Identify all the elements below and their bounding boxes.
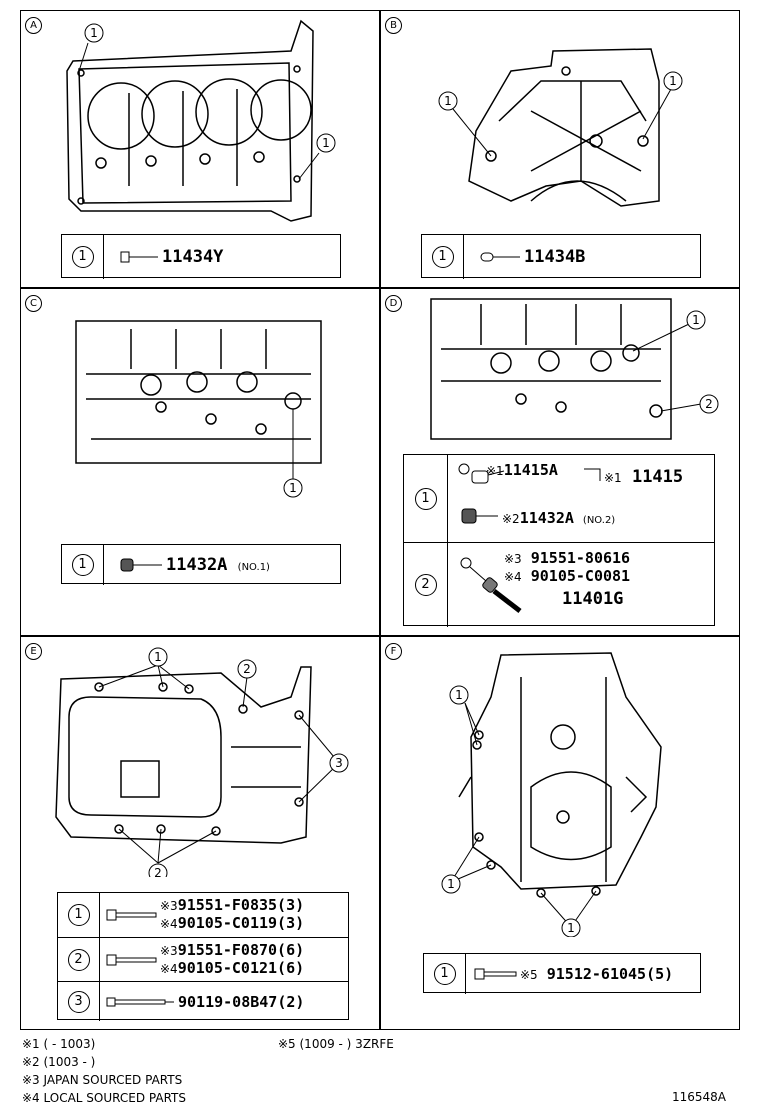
panel-c: C 1 1 11432A (NO.1) xyxy=(20,288,380,636)
part-number: 11432A (NO.1) xyxy=(166,555,270,575)
panel-e-callout-3: 3 xyxy=(335,756,343,770)
panel-f-parts-table: 1 ※5 91512-61045(5) xyxy=(423,953,701,994)
stud-pin-icon xyxy=(120,251,158,263)
panel-e-parts-table: 1 ※391551-F0835(3) ※490105-C0119(3) 2 ※3… xyxy=(57,892,349,1021)
panel-f-tag: F xyxy=(385,643,402,660)
panel-f: F 1 1 1 1 ※5 91512-61045(5) xyxy=(380,636,740,1030)
table-row: 1 11432A (NO.1) xyxy=(62,545,340,585)
row-number: 1 xyxy=(67,904,90,926)
panel-b: B 1 1 1 11434B xyxy=(380,10,740,288)
table-row: 2 ※3 91551-80616 ※4 90105-C0081 11401G xyxy=(404,542,714,627)
bolt-icon xyxy=(106,909,157,921)
panel-a-callout-2: 1 xyxy=(322,136,330,150)
row-number: 1 xyxy=(431,246,454,268)
cylinder-block-rear-illustration: 1 2 xyxy=(430,298,719,440)
footnote-5: ※5 (1009 - ) 3ZRFE xyxy=(278,1037,394,1051)
panel-f-callout-3: 1 xyxy=(567,921,575,935)
panel-c-tag: C xyxy=(25,295,42,312)
part-number: ※211432A (NO.2) xyxy=(502,509,616,527)
part-number: 90119-08B47(2) xyxy=(178,993,305,1011)
part-number: ※391551-F0870(6) xyxy=(160,941,305,959)
row-number: 2 xyxy=(67,948,90,971)
table-row: 1 11434B xyxy=(422,235,700,279)
bracket-clip-icon xyxy=(458,463,505,484)
row-number: 2 xyxy=(414,574,437,596)
plug-icon xyxy=(461,508,498,524)
panel-b-callout-2: 1 xyxy=(669,74,677,88)
panel-d: D 1 2 1 ※111415A ※1 11415 ※211432A (NO.2… xyxy=(380,288,740,636)
panel-a-parts-table: 1 11434Y xyxy=(61,234,341,279)
part-number: 11434B xyxy=(524,247,586,267)
cylinder-block-top-illustration: 1 1 xyxy=(66,19,336,222)
footnote-3: ※3 JAPAN SOURCED PARTS xyxy=(22,1073,183,1087)
table-row: 1 ※391551-F0835(3) ※490105-C0119(3) xyxy=(58,893,348,937)
panel-a-tag: A xyxy=(25,17,42,34)
footnote-4: ※4 LOCAL SOURCED PARTS xyxy=(22,1091,186,1105)
bolt-icon xyxy=(106,954,157,966)
part-number: ※111415A xyxy=(486,461,558,479)
part-number: ※490105-C0119(3) xyxy=(160,914,305,932)
panel-c-callout: 1 xyxy=(289,481,297,495)
oil-jet-icon xyxy=(460,557,522,613)
footnote-1: ※1 ( - 1003) xyxy=(22,1037,96,1051)
table-row: 1 ※5 91512-61045(5) xyxy=(424,954,700,994)
cylinder-block-side-illustration: 1 xyxy=(75,320,322,498)
table-row: 1 ※111415A ※1 11415 ※211432A (NO.2) xyxy=(404,455,714,542)
plug-icon xyxy=(120,558,162,572)
bracket-line xyxy=(584,468,601,481)
part-number: ※490105-C0121(6) xyxy=(160,959,305,977)
table-row: 2 ※391551-F0870(6) ※490105-C0121(6) xyxy=(58,937,348,981)
panel-d-callout-1: 1 xyxy=(692,313,700,327)
panel-b-callout: 1 xyxy=(444,94,452,108)
panel-d-parts-table: 1 ※111415A ※1 11415 ※211432A (NO.2) 2 ※3… xyxy=(403,454,715,627)
panel-e-callout-2-top: 2 xyxy=(243,662,251,676)
footnote-2: ※2 (1003 - ) xyxy=(22,1055,96,1069)
table-row: 3 90119-08B47(2) xyxy=(58,981,348,1021)
panel-f-callout-2: 1 xyxy=(447,877,455,891)
part-number: ※3 91551-80616 xyxy=(504,549,631,567)
row-number: 3 xyxy=(67,990,90,1013)
panel-a-callout: 1 xyxy=(90,26,98,40)
panel-d-tag: D xyxy=(385,295,402,312)
part-number: ※4 90105-C0081 xyxy=(504,567,631,585)
row-number: 1 xyxy=(71,554,94,576)
stud-bolt-icon xyxy=(106,997,174,1007)
panel-b-parts-table: 1 11434B xyxy=(421,234,701,279)
panel-d-callout-2: 2 xyxy=(705,397,713,411)
panel-e-tag: E xyxy=(25,643,42,660)
part-number: ※391551-F0835(3) xyxy=(160,896,305,914)
cylinder-block-front-illustration: 1 1 1 xyxy=(441,652,662,937)
figure-id: 116548A xyxy=(672,1090,727,1104)
bolt-icon xyxy=(474,968,517,980)
table-row: 1 11434Y xyxy=(62,235,340,279)
panel-b-tag: B xyxy=(385,17,402,34)
cylinder-block-bottom-illustration: 1 2 3 2 xyxy=(55,647,349,877)
cylinder-block-end-illustration: 1 1 xyxy=(438,48,683,207)
dowel-pin-icon xyxy=(480,252,520,262)
panel-e: E 1 2 3 2 1 ※391551-F0835(3) xyxy=(20,636,380,1030)
part-number: 11401G xyxy=(562,589,624,609)
part-number: 11434Y xyxy=(162,247,224,267)
panel-f-callout-1: 1 xyxy=(455,688,463,702)
panel-c-parts-table: 1 11432A (NO.1) xyxy=(61,544,341,585)
panel-e-callout-1: 1 xyxy=(154,650,162,664)
row-number: 1 xyxy=(71,246,94,268)
panel-e-callout-2-bottom: 2 xyxy=(154,866,162,877)
row-number: 1 xyxy=(414,487,437,510)
part-number: ※1 11415 xyxy=(604,467,684,487)
panel-a: A 1 1 1 11434Y xyxy=(20,10,380,288)
row-number: 1 xyxy=(433,963,456,985)
part-number: ※5 91512-61045(5) xyxy=(520,965,674,983)
